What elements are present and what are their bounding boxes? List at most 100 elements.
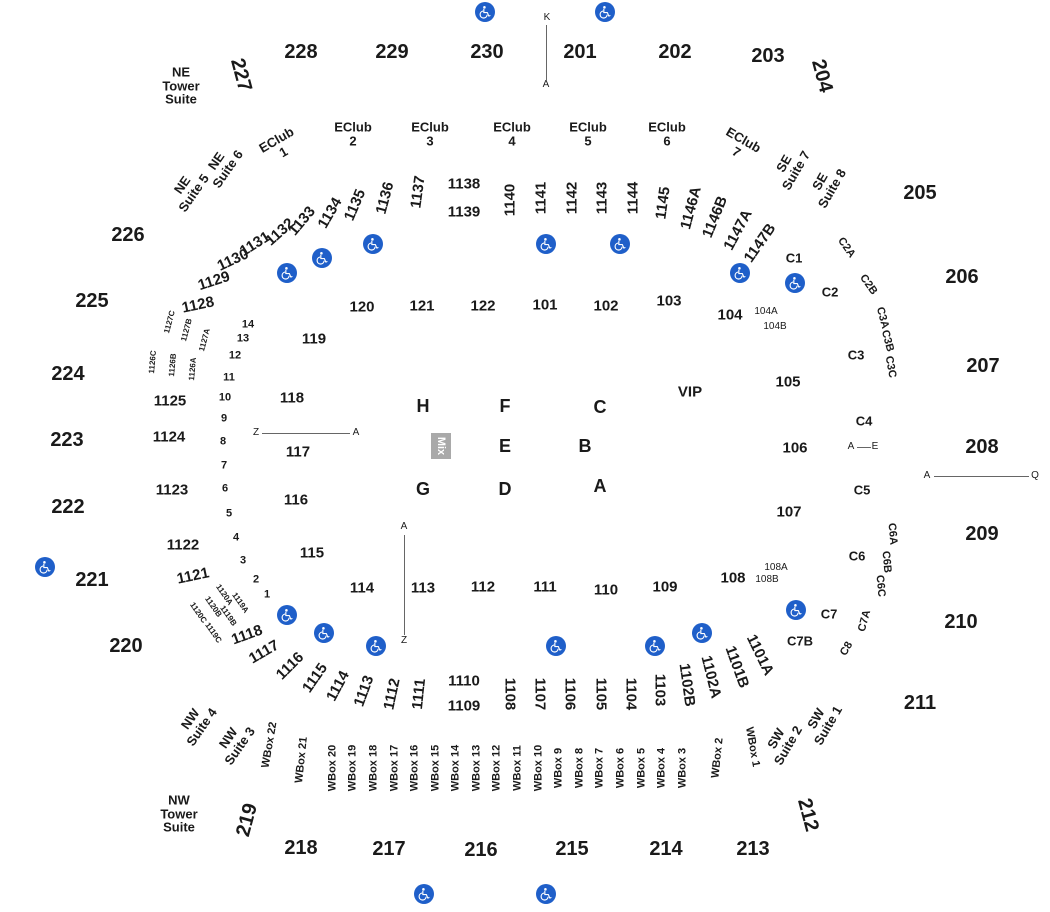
wbox-wbox-2[interactable]: WBox 2 [709,737,726,779]
section-1134[interactable]: 1134 [314,194,346,232]
wheelchair-icon[interactable] [785,273,805,293]
section-1119a[interactable]: 1119A [230,590,251,615]
section-102[interactable]: 102 [593,297,619,315]
section-213[interactable]: 213 [736,838,770,860]
section-202[interactable]: 202 [658,41,692,63]
section-1141[interactable]: 1141 [532,181,550,215]
club-section-c7a[interactable]: C7A [855,608,874,634]
section-217[interactable]: 217 [372,838,406,860]
section-1111[interactable]: 1111 [408,677,430,711]
wbox-wbox-13[interactable]: WBox 13 [470,744,483,792]
section-111[interactable]: 111 [533,578,557,596]
section-vip[interactable]: VIP [677,383,703,401]
section-206[interactable]: 206 [945,266,979,288]
wbox-wbox-4[interactable]: WBox 4 [655,747,668,789]
club-section-c3c[interactable]: C3C [882,355,899,379]
section-1105[interactable]: 1105 [592,677,610,711]
wheelchair-icon[interactable] [314,623,334,643]
wbox-wbox-22[interactable]: WBox 22 [259,720,280,769]
wheelchair-icon[interactable] [277,263,297,283]
club-section-c2a[interactable]: C2A [835,235,858,261]
section-1103[interactable]: 1103 [651,673,669,707]
suite-se-suite-8[interactable]: SE Suite 8 [808,166,849,211]
club-section-c3b[interactable]: C3B [878,328,897,354]
eclub-eclub-5[interactable]: EClub 5 [569,119,607,148]
section-106[interactable]: 106 [782,439,808,457]
club-section-c2b[interactable]: C2B [857,272,880,298]
section-108b[interactable]: 108B [755,574,779,585]
club-section-c6a[interactable]: C6A [885,522,900,546]
section-108[interactable]: 108 [720,569,746,587]
suite-sw-suite-1[interactable]: SW Suite 1 [804,703,845,748]
eclub-eclub-4[interactable]: EClub 4 [493,119,531,148]
section-105[interactable]: 105 [775,373,801,391]
section-104[interactable]: 104 [717,306,743,324]
wheelchair-icon[interactable] [475,2,495,22]
wheelchair-icon[interactable] [546,636,566,656]
wbox-wbox-3[interactable]: WBox 3 [676,747,689,789]
suite-nw-suite-3[interactable]: NW Suite 3 [215,723,258,768]
section-1126b[interactable]: 1126B [167,353,178,377]
section-1129[interactable]: 1129 [195,267,233,295]
floor-section-e[interactable]: E [498,436,512,456]
section-1106[interactable]: 1106 [561,677,579,711]
section-220[interactable]: 220 [109,635,143,657]
eclub-eclub-7[interactable]: EClub 7 [723,123,764,160]
section-1137[interactable]: 1137 [407,174,429,210]
wheelchair-icon[interactable] [536,234,556,254]
section-1136[interactable]: 1136 [372,180,398,216]
section-203[interactable]: 203 [751,45,785,67]
tower-suite-ne-tower-suite[interactable]: NE Tower Suite [162,64,200,107]
eclub-eclub-6[interactable]: EClub 6 [648,119,686,148]
section-1142[interactable]: 1142 [563,181,581,215]
section-207[interactable]: 207 [966,355,1000,377]
wbox-wbox-9[interactable]: WBox 9 [552,747,565,789]
section-1139[interactable]: 1139 [447,203,481,221]
section-215[interactable]: 215 [555,838,589,860]
wbox-wbox-11[interactable]: WBox 11 [511,745,524,791]
suite-se-suite-7[interactable]: SE Suite 7 [772,148,813,193]
section-1113[interactable]: 1113 [350,673,378,709]
club-section-c3[interactable]: C3 [847,347,865,363]
section-1126a[interactable]: 1126A [187,357,198,381]
club-section-c6[interactable]: C6 [848,548,866,564]
club-section-c2[interactable]: C2 [821,284,839,300]
wheelchair-icon[interactable] [277,605,297,625]
wbox-wbox-18[interactable]: WBox 18 [367,744,380,792]
section-221[interactable]: 221 [75,569,109,591]
wheelchair-icon[interactable] [414,884,434,904]
floor-section-b[interactable]: B [578,436,592,456]
section-211[interactable]: 211 [903,692,937,714]
section-103[interactable]: 103 [656,292,682,310]
section-112[interactable]: 112 [470,578,496,596]
section-1125[interactable]: 1125 [153,392,187,410]
section-113[interactable]: 113 [410,579,436,597]
wbox-wbox-6[interactable]: WBox 6 [614,747,627,789]
wbox-wbox-8[interactable]: WBox 8 [573,747,586,789]
section-1128[interactable]: 1128 [180,293,216,317]
section-1112[interactable]: 1112 [380,676,404,712]
wbox-wbox-12[interactable]: WBox 12 [490,744,503,792]
section-1127c[interactable]: 1127C [162,309,177,335]
club-section-c6b[interactable]: C6B [879,550,894,574]
section-1102a[interactable]: 1102A [697,653,725,701]
section-226[interactable]: 226 [111,224,145,246]
section-222[interactable]: 222 [51,496,85,518]
section-114[interactable]: 114 [349,579,375,597]
section-1122[interactable]: 1122 [166,536,200,554]
section-120[interactable]: 120 [349,298,375,316]
section-1143[interactable]: 1143 [593,181,611,215]
suite-sw-suite-2[interactable]: SW Suite 2 [764,723,805,768]
floor-section-a[interactable]: A [593,476,607,496]
section-110[interactable]: 110 [593,581,619,599]
eclub-eclub-2[interactable]: EClub 2 [334,119,372,148]
section-208[interactable]: 208 [965,436,999,458]
section-121[interactable]: 121 [409,297,435,315]
wheelchair-icon[interactable] [645,636,665,656]
wbox-wbox-14[interactable]: WBox 14 [449,744,462,792]
club-section-c6c[interactable]: C6C [873,574,888,598]
section-1135[interactable]: 1135 [340,186,370,224]
section-1146a[interactable]: 1146A [677,184,705,232]
section-1108[interactable]: 1108 [501,677,519,711]
wheelchair-icon[interactable] [595,2,615,22]
